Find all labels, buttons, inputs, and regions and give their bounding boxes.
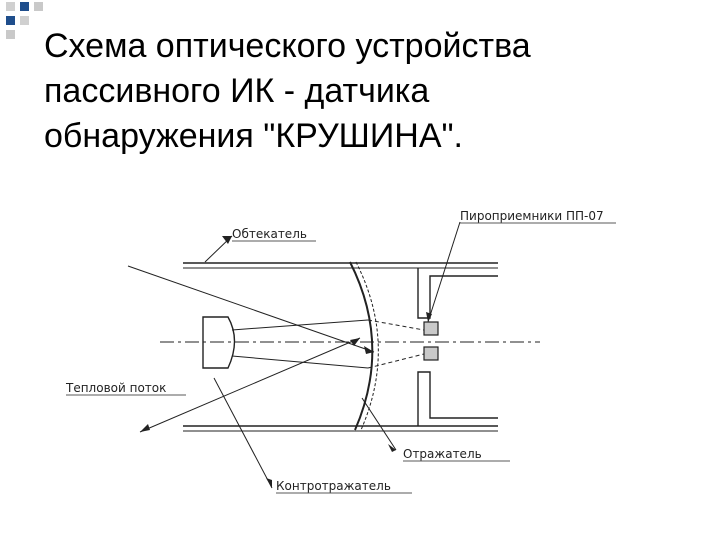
label-fairing: Обтекатель	[232, 227, 307, 241]
title-line-3: обнаружения "КРУШИНА".	[44, 117, 464, 155]
fairing-shape	[202, 316, 236, 369]
label-reflector: Отражатель	[403, 447, 482, 461]
corner-decoration	[6, 2, 43, 39]
slide-title: Схема оптического устройства пассивного …	[44, 24, 684, 159]
sensor-bracket	[417, 268, 498, 319]
label-heat-flow: Тепловой поток	[65, 381, 166, 395]
label-pyroreceivers: Пироприемники ПП-07	[460, 209, 604, 223]
pyroreceiver-lower	[423, 346, 439, 361]
label-counter-reflector: Контротражатель	[276, 479, 391, 493]
title-line-1: Схема оптического устройства	[44, 27, 531, 65]
reflector-shape	[349, 261, 374, 431]
title-line-2: пассивного ИК - датчика	[44, 72, 430, 110]
pyroreceiver-upper	[423, 321, 439, 336]
